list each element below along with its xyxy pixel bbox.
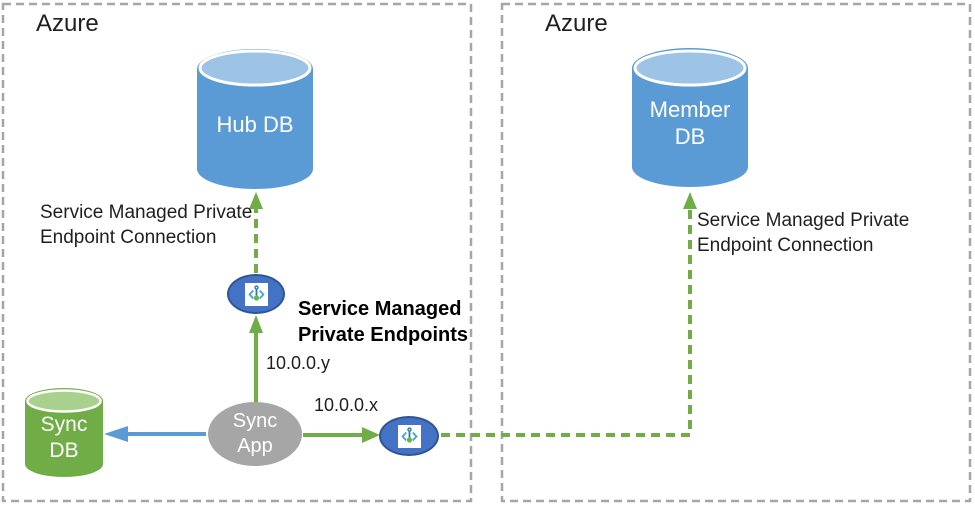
syncapp-to-endpoint-right-arrow: [303, 427, 380, 443]
ip-label-hub: 10.0.0.y: [266, 353, 331, 373]
sync-db-cylinder: [25, 388, 103, 477]
hub-db-label: Hub DB: [216, 111, 294, 137]
syncapp-to-syncdb-arrow: [104, 426, 206, 442]
member-db-cylinder: [632, 48, 748, 187]
hub-db-cylinder: [197, 49, 313, 189]
private-endpoint-icon: [397, 424, 421, 448]
sync-db-label: Sync DB: [40, 412, 88, 462]
azure-region-right-label: Azure: [545, 10, 608, 37]
sync-app-node: Sync App: [208, 402, 302, 466]
syncapp-to-endpoint-up-arrow: [249, 315, 263, 402]
member-db-label: Member DB: [649, 97, 731, 149]
private-endpoint-icon: [244, 282, 268, 306]
private-endpoint-node-left: [227, 274, 285, 314]
hub-connection-label: Service Managed Private Endpoint Connect…: [40, 202, 253, 248]
azure-region-left-label: Azure: [36, 10, 99, 37]
private-endpoints-title: Service Managed Private Endpoints: [298, 298, 469, 346]
private-endpoint-node-right: [379, 416, 439, 456]
member-managed-connection-arrow: [441, 192, 697, 437]
member-connection-label: Service Managed Private Endpoint Connect…: [697, 210, 910, 256]
ip-label-member: 10.0.0.x: [314, 395, 379, 415]
